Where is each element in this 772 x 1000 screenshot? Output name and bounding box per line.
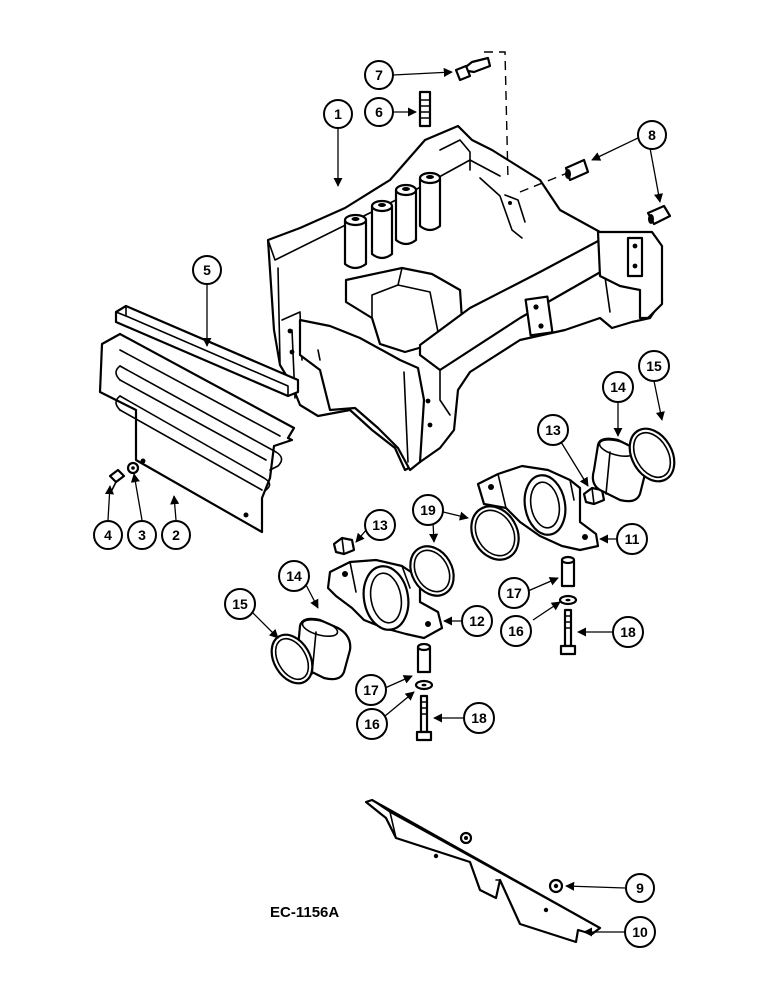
callout-14-right: 14 <box>602 371 634 403</box>
svg-text:18: 18 <box>471 710 487 726</box>
callout-7: 7 <box>364 60 394 90</box>
stud-part-6 <box>418 90 432 128</box>
svg-text:14: 14 <box>286 568 302 584</box>
svg-text:13: 13 <box>372 517 388 533</box>
washer-part-16-upper <box>558 594 578 606</box>
callout-9: 9 <box>625 873 655 903</box>
svg-text:8: 8 <box>648 127 656 143</box>
o-ring-part-19-upper <box>470 505 520 561</box>
callout-6: 6 <box>364 97 394 127</box>
callout-18-upper: 18 <box>612 616 644 648</box>
callout-1: 1 <box>323 99 353 129</box>
svg-text:4: 4 <box>104 527 112 543</box>
svg-text:15: 15 <box>232 596 248 612</box>
callout-16-upper: 16 <box>500 615 532 647</box>
callout-19: 19 <box>412 494 444 526</box>
callout-5: 5 <box>192 255 222 285</box>
o-ring-part-15-left <box>270 633 314 685</box>
nut-part-9 <box>548 878 564 894</box>
svg-text:17: 17 <box>363 682 379 698</box>
screw-part-4 <box>108 468 126 491</box>
svg-text:12: 12 <box>469 613 485 629</box>
o-ring-part-15-right <box>628 427 676 483</box>
leader-lines <box>104 67 665 937</box>
washer-part-16-lower <box>414 679 434 691</box>
callout-2: 2 <box>161 520 191 550</box>
callout-14-left: 14 <box>278 560 310 592</box>
grease-fitting-part-13-right <box>582 486 606 506</box>
svg-text:19: 19 <box>420 502 436 518</box>
svg-text:7: 7 <box>375 67 383 83</box>
o-ring-part-19-lower <box>409 545 455 597</box>
callout-3: 3 <box>127 520 157 550</box>
front-support-casting <box>266 51 664 472</box>
callout-13-right: 13 <box>537 414 569 446</box>
callout-17-upper: 17 <box>498 577 530 609</box>
svg-text:16: 16 <box>508 623 524 639</box>
callout-15-right: 15 <box>638 350 670 382</box>
svg-text:1: 1 <box>334 106 342 122</box>
grease-fitting-part-13-left <box>332 536 356 556</box>
svg-text:11: 11 <box>625 531 640 547</box>
callout-13-left: 13 <box>364 509 396 541</box>
callout-8: 8 <box>637 120 667 150</box>
strip-part-5 <box>114 304 300 398</box>
drawing-code: EC-1156A <box>270 904 339 921</box>
bolt-part-18-lower <box>415 694 433 742</box>
dowel-part-8 <box>564 158 672 226</box>
svg-text:10: 10 <box>632 924 648 940</box>
svg-text:14: 14 <box>610 379 626 395</box>
bearing-housing-part-11 <box>476 464 600 552</box>
washer-part-3 <box>126 461 140 475</box>
sleeve-part-17-upper <box>560 555 576 588</box>
svg-text:9: 9 <box>636 880 644 896</box>
callout-10: 10 <box>624 916 656 948</box>
callout-11: 11 <box>616 523 648 555</box>
callout-12: 12 <box>461 605 493 637</box>
svg-text:6: 6 <box>375 104 383 120</box>
svg-text:2: 2 <box>172 527 180 543</box>
bolt-part-18-upper <box>559 608 577 656</box>
sleeve-part-17-lower <box>416 642 432 674</box>
svg-text:17: 17 <box>506 585 522 601</box>
angle-bracket-part-10 <box>364 798 602 944</box>
callout-15-left: 15 <box>224 588 256 620</box>
svg-text:18: 18 <box>620 624 636 640</box>
svg-text:3: 3 <box>138 527 146 543</box>
bolt-part-7 <box>454 56 492 82</box>
callout-18-lower: 18 <box>463 702 495 734</box>
callout-17-lower: 17 <box>355 674 387 706</box>
svg-text:13: 13 <box>545 422 561 438</box>
cover-plate-part-2 <box>98 332 296 534</box>
boss-group <box>343 171 442 270</box>
svg-text:5: 5 <box>203 262 211 278</box>
svg-text:15: 15 <box>646 358 662 374</box>
callout-16-lower: 16 <box>356 708 388 740</box>
svg-text:16: 16 <box>364 716 380 732</box>
callout-4: 4 <box>93 520 123 550</box>
